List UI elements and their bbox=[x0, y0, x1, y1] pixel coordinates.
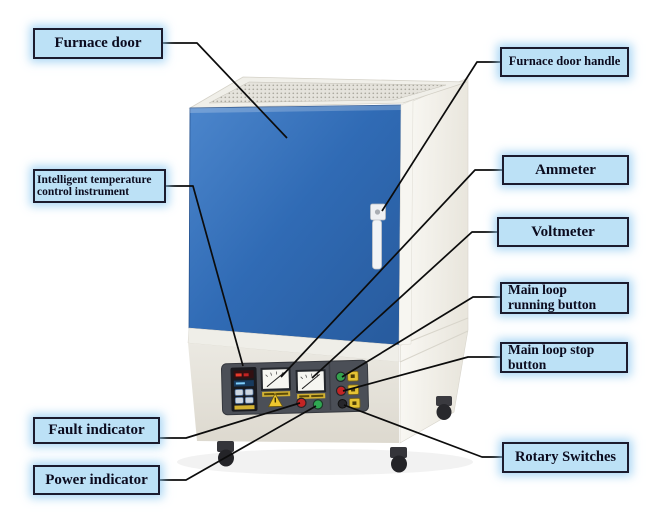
label-furnace-door: Furnace door bbox=[33, 28, 163, 59]
leader-line-fault-indicator bbox=[160, 402, 301, 439]
vent-mesh bbox=[208, 81, 447, 104]
side-seam-upper bbox=[400, 317, 469, 346]
leader-line-running-button bbox=[341, 296, 500, 378]
main-loop-running-button-control bbox=[335, 371, 346, 382]
label-main-loop-stop-button: Main loop stop button bbox=[500, 342, 628, 373]
ammeter-gauge bbox=[260, 367, 292, 397]
door-top-highlight bbox=[190, 105, 401, 113]
leader-line-temp-controller bbox=[166, 185, 244, 367]
voltmeter-gauge bbox=[295, 369, 327, 399]
label-rotary-switches: Rotary Switches bbox=[502, 442, 629, 473]
label-intelligent-temperature-control-instrument: Intelligent temperature control instrume… bbox=[33, 169, 166, 203]
leader-line-voltmeter bbox=[311, 231, 497, 379]
furnace-door-panel bbox=[188, 104, 402, 346]
caster-wheel-back-right bbox=[436, 396, 452, 420]
label-furnace-door-handle: Furnace door handle bbox=[500, 47, 629, 77]
leader-line-stop-button bbox=[342, 356, 500, 392]
corner-post bbox=[398, 99, 414, 346]
leader-line-door-handle bbox=[381, 61, 500, 212]
rotary-switch-knob bbox=[337, 398, 348, 409]
side-seam-lower bbox=[399, 330, 469, 363]
leader-line-power-indicator bbox=[160, 405, 317, 481]
control-panel bbox=[220, 359, 370, 416]
leader-line-rotary-switches bbox=[343, 404, 502, 458]
door-handle-graphic bbox=[370, 203, 386, 270]
label-fault-indicator: Fault indicator bbox=[33, 417, 160, 444]
leader-line-furnace-door bbox=[163, 42, 288, 139]
leader-line-ammeter bbox=[280, 169, 502, 378]
fault-indicator-light bbox=[296, 397, 307, 409]
label-power-indicator: Power indicator bbox=[33, 465, 160, 495]
caster-wheel-front-right bbox=[390, 447, 407, 473]
warning-triangle-icon bbox=[267, 392, 284, 408]
temperature-controller bbox=[230, 367, 258, 412]
label-ammeter: Ammeter bbox=[502, 155, 629, 185]
label-voltmeter: Voltmeter bbox=[497, 217, 629, 247]
label-main-loop-running-button: Main loop running button bbox=[500, 282, 629, 314]
